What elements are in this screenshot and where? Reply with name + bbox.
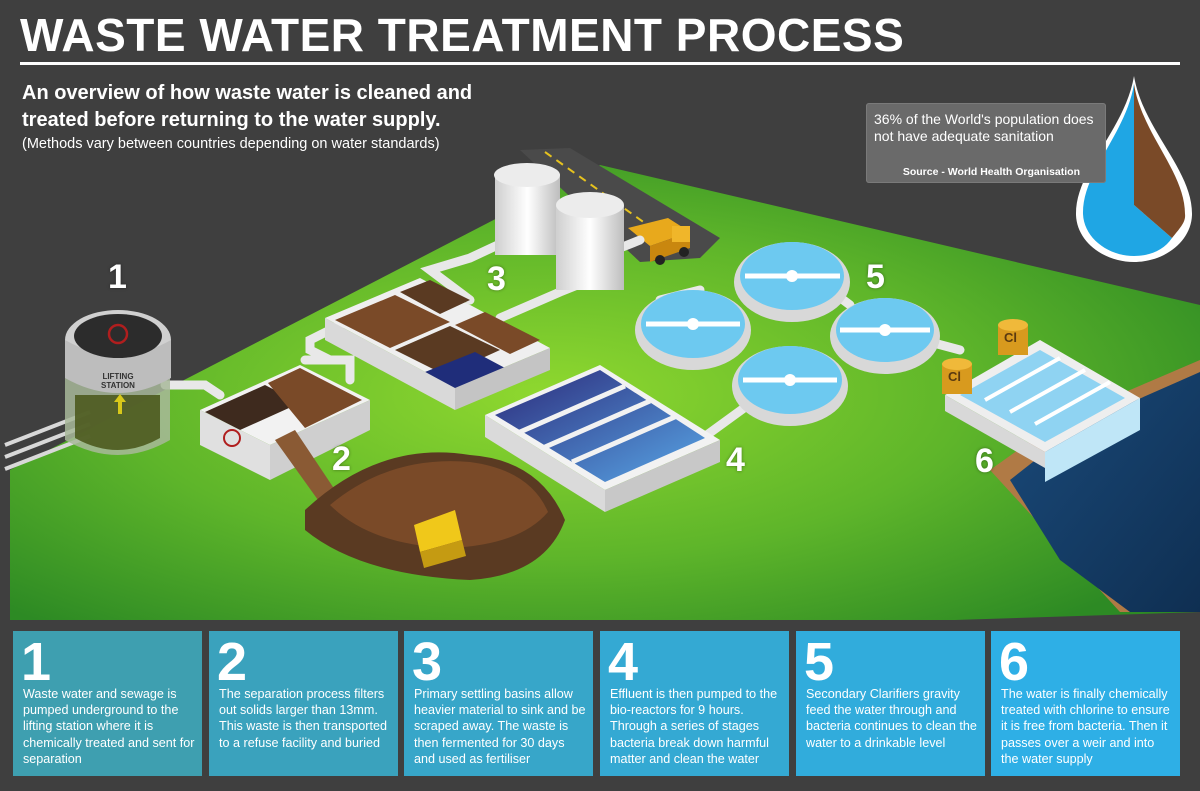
settling-basins xyxy=(325,278,550,410)
panel-description: The water is finally chemically treated … xyxy=(1001,687,1170,766)
chlorine-label-a: Cl xyxy=(948,369,961,384)
lifting-station xyxy=(65,310,171,455)
stage-marker-1: 1 xyxy=(108,258,127,296)
chlorine-label-b: Cl xyxy=(1004,330,1017,345)
panel-description: Primary settling basins allow heavier ma… xyxy=(414,687,586,766)
compost-heap xyxy=(305,452,565,580)
stage-panel-6: 6 The water is finally chemically treate… xyxy=(991,631,1180,776)
sanitation-drop xyxy=(1075,76,1193,262)
lifting-station-label: LIFTING STATION xyxy=(101,372,135,390)
storage-silos xyxy=(494,163,624,290)
conveyor xyxy=(275,430,335,500)
panel-description: The separation process filters out solid… xyxy=(219,687,387,750)
panel-description: Waste water and sewage is pumped undergr… xyxy=(23,687,195,766)
panel-number: 6 xyxy=(999,632,1030,692)
stage-panel-4: 4 Effluent is then pumped to the bio-rea… xyxy=(600,631,789,776)
stage-marker-6: 6 xyxy=(975,442,994,480)
panel-number: 5 xyxy=(804,632,835,692)
bio-reactor xyxy=(485,365,720,512)
panel-number: 1 xyxy=(21,632,52,692)
panel-description: Secondary Clarifiers gravity feed the wa… xyxy=(806,687,977,750)
methods-note: (Methods vary between countries dependin… xyxy=(22,136,440,152)
stage-panel-1: 1 Waste water and sewage is pumped under… xyxy=(13,631,202,776)
stage-marker-4: 4 xyxy=(726,441,745,479)
stage-panel-2: 2 The separation process filters out sol… xyxy=(209,631,398,776)
chlorine-tank xyxy=(945,340,1140,482)
stage-marker-5: 5 xyxy=(866,258,885,296)
page-subtitle: An overview of how waste water is cleane… xyxy=(22,82,473,131)
panel-number: 3 xyxy=(412,632,443,692)
sanitation-stat-box: 36% of the World's population does not h… xyxy=(866,103,1106,183)
page-title: WASTE WATER TREATMENT PROCESS xyxy=(20,9,905,61)
stage-panel-5: 5 Secondary Clarifiers gravity feed the … xyxy=(796,631,985,776)
panel-description: Effluent is then pumped to the bio-react… xyxy=(610,687,778,766)
drop-without-sanitation-part xyxy=(1134,84,1186,238)
stage-panel-3: 3 Primary settling basins allow heavier … xyxy=(404,631,593,776)
stage-marker-3: 3 xyxy=(487,260,506,298)
stage-marker-2: 2 xyxy=(332,440,351,478)
clarifiers xyxy=(635,242,940,426)
title-divider xyxy=(20,62,1180,65)
sea xyxy=(1010,372,1200,612)
drop-with-sanitation-part xyxy=(1082,84,1172,256)
panel-number: 4 xyxy=(608,632,639,692)
sanitation-stat-source: Source - World Health Organisation xyxy=(902,166,1080,178)
panel-number: 2 xyxy=(217,632,248,692)
chlorine-containers xyxy=(942,319,1028,394)
sanitation-stat-text: 36% of the World's population does not h… xyxy=(874,111,1094,144)
